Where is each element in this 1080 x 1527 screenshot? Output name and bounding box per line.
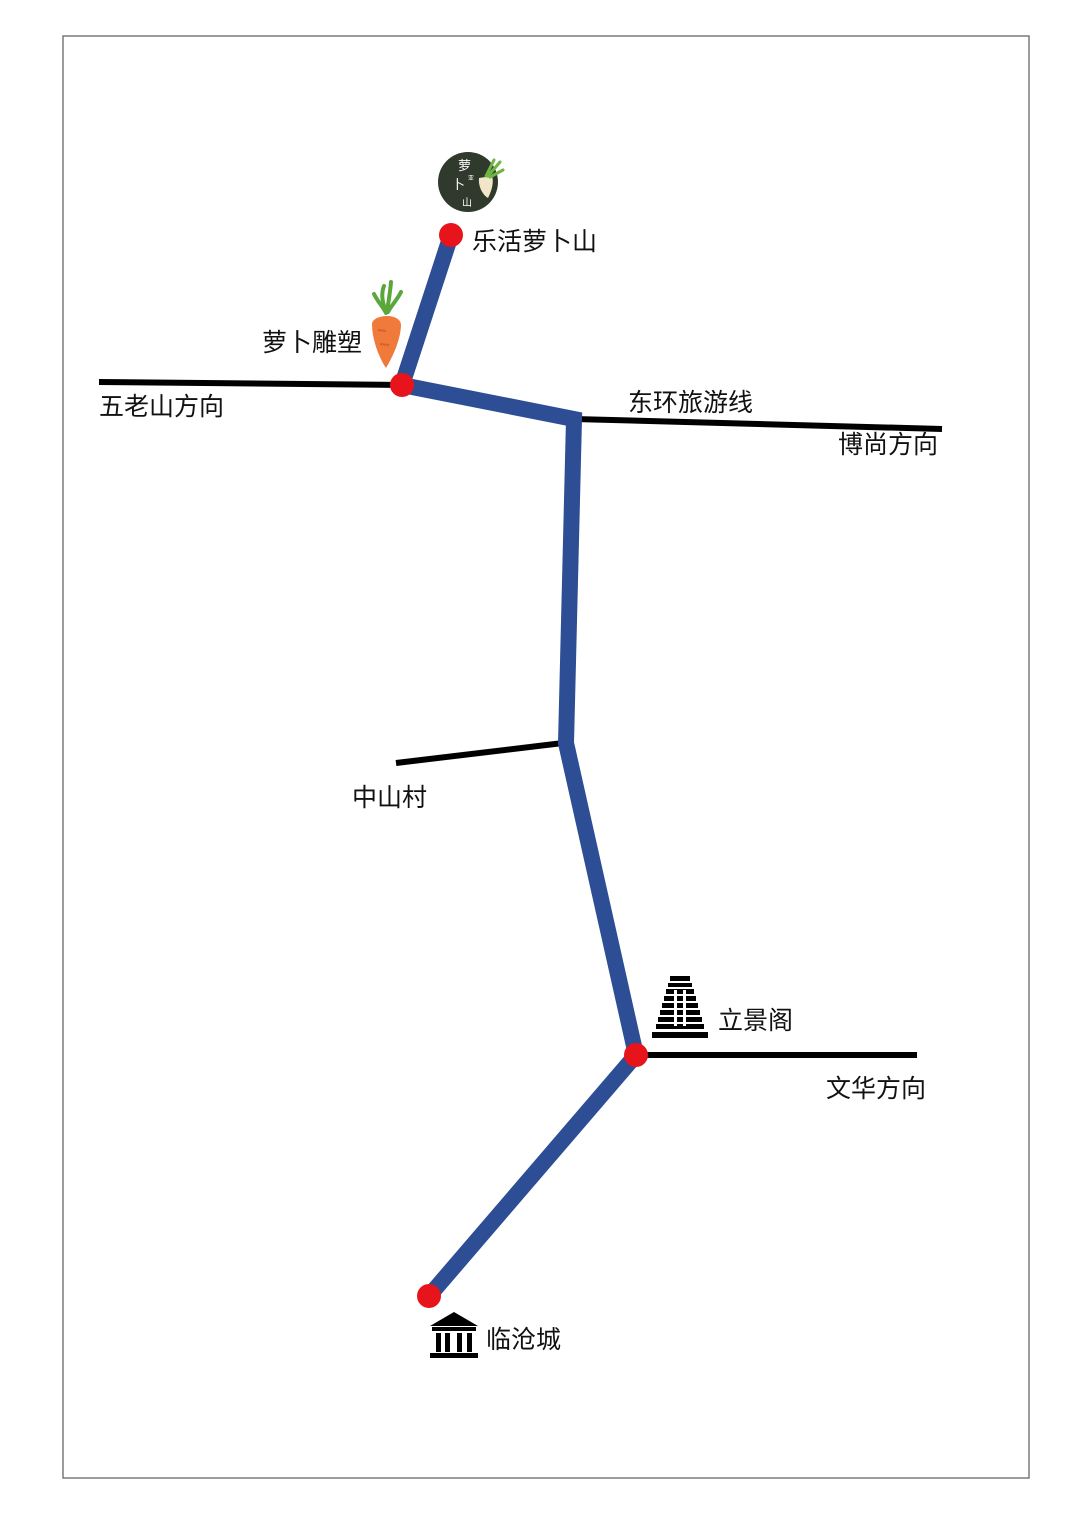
logo-char-1: 萝 (458, 159, 471, 174)
map-frame (62, 35, 1030, 1479)
road-wulaoshan (98, 379, 403, 388)
label-boshang-direction: 博尚方向 (838, 430, 938, 459)
roads (98, 379, 943, 1058)
tower-icon (652, 976, 708, 1038)
stop-lincang-city (417, 1284, 441, 1308)
carrot-icon (372, 280, 403, 368)
road-zhongshan (395, 740, 564, 766)
stop-junction-wulaoshan (390, 373, 414, 397)
stop-lijingge (624, 1043, 648, 1067)
logo-char-small: 亚 (468, 175, 474, 182)
label-donghuan-tour-line: 东环旅游线 (628, 388, 753, 417)
label-zhongshan-village: 中山村 (352, 783, 427, 812)
road-boshang (573, 416, 943, 432)
label-lijingge: 立景阁 (718, 1006, 793, 1035)
label-luobu-sculpture: 萝卜雕塑 (262, 328, 362, 357)
label-lincang-city: 临沧城 (486, 1325, 561, 1354)
label-wenhua-direction: 文华方向 (826, 1074, 926, 1103)
stop-lehuo-luobushan (439, 223, 463, 247)
logo-char-2: 卜 (452, 178, 465, 193)
museum-icon (430, 1312, 478, 1358)
luobushan-logo-icon: 萝 卜 山 亚 (438, 152, 505, 212)
stops (390, 223, 648, 1308)
label-lehuo-luobushan: 乐活萝卜山 (472, 227, 597, 256)
logo-char-3: 山 (462, 197, 472, 209)
label-wulaoshan-direction: 五老山方向 (99, 392, 224, 421)
tour-route (391, 232, 645, 1302)
